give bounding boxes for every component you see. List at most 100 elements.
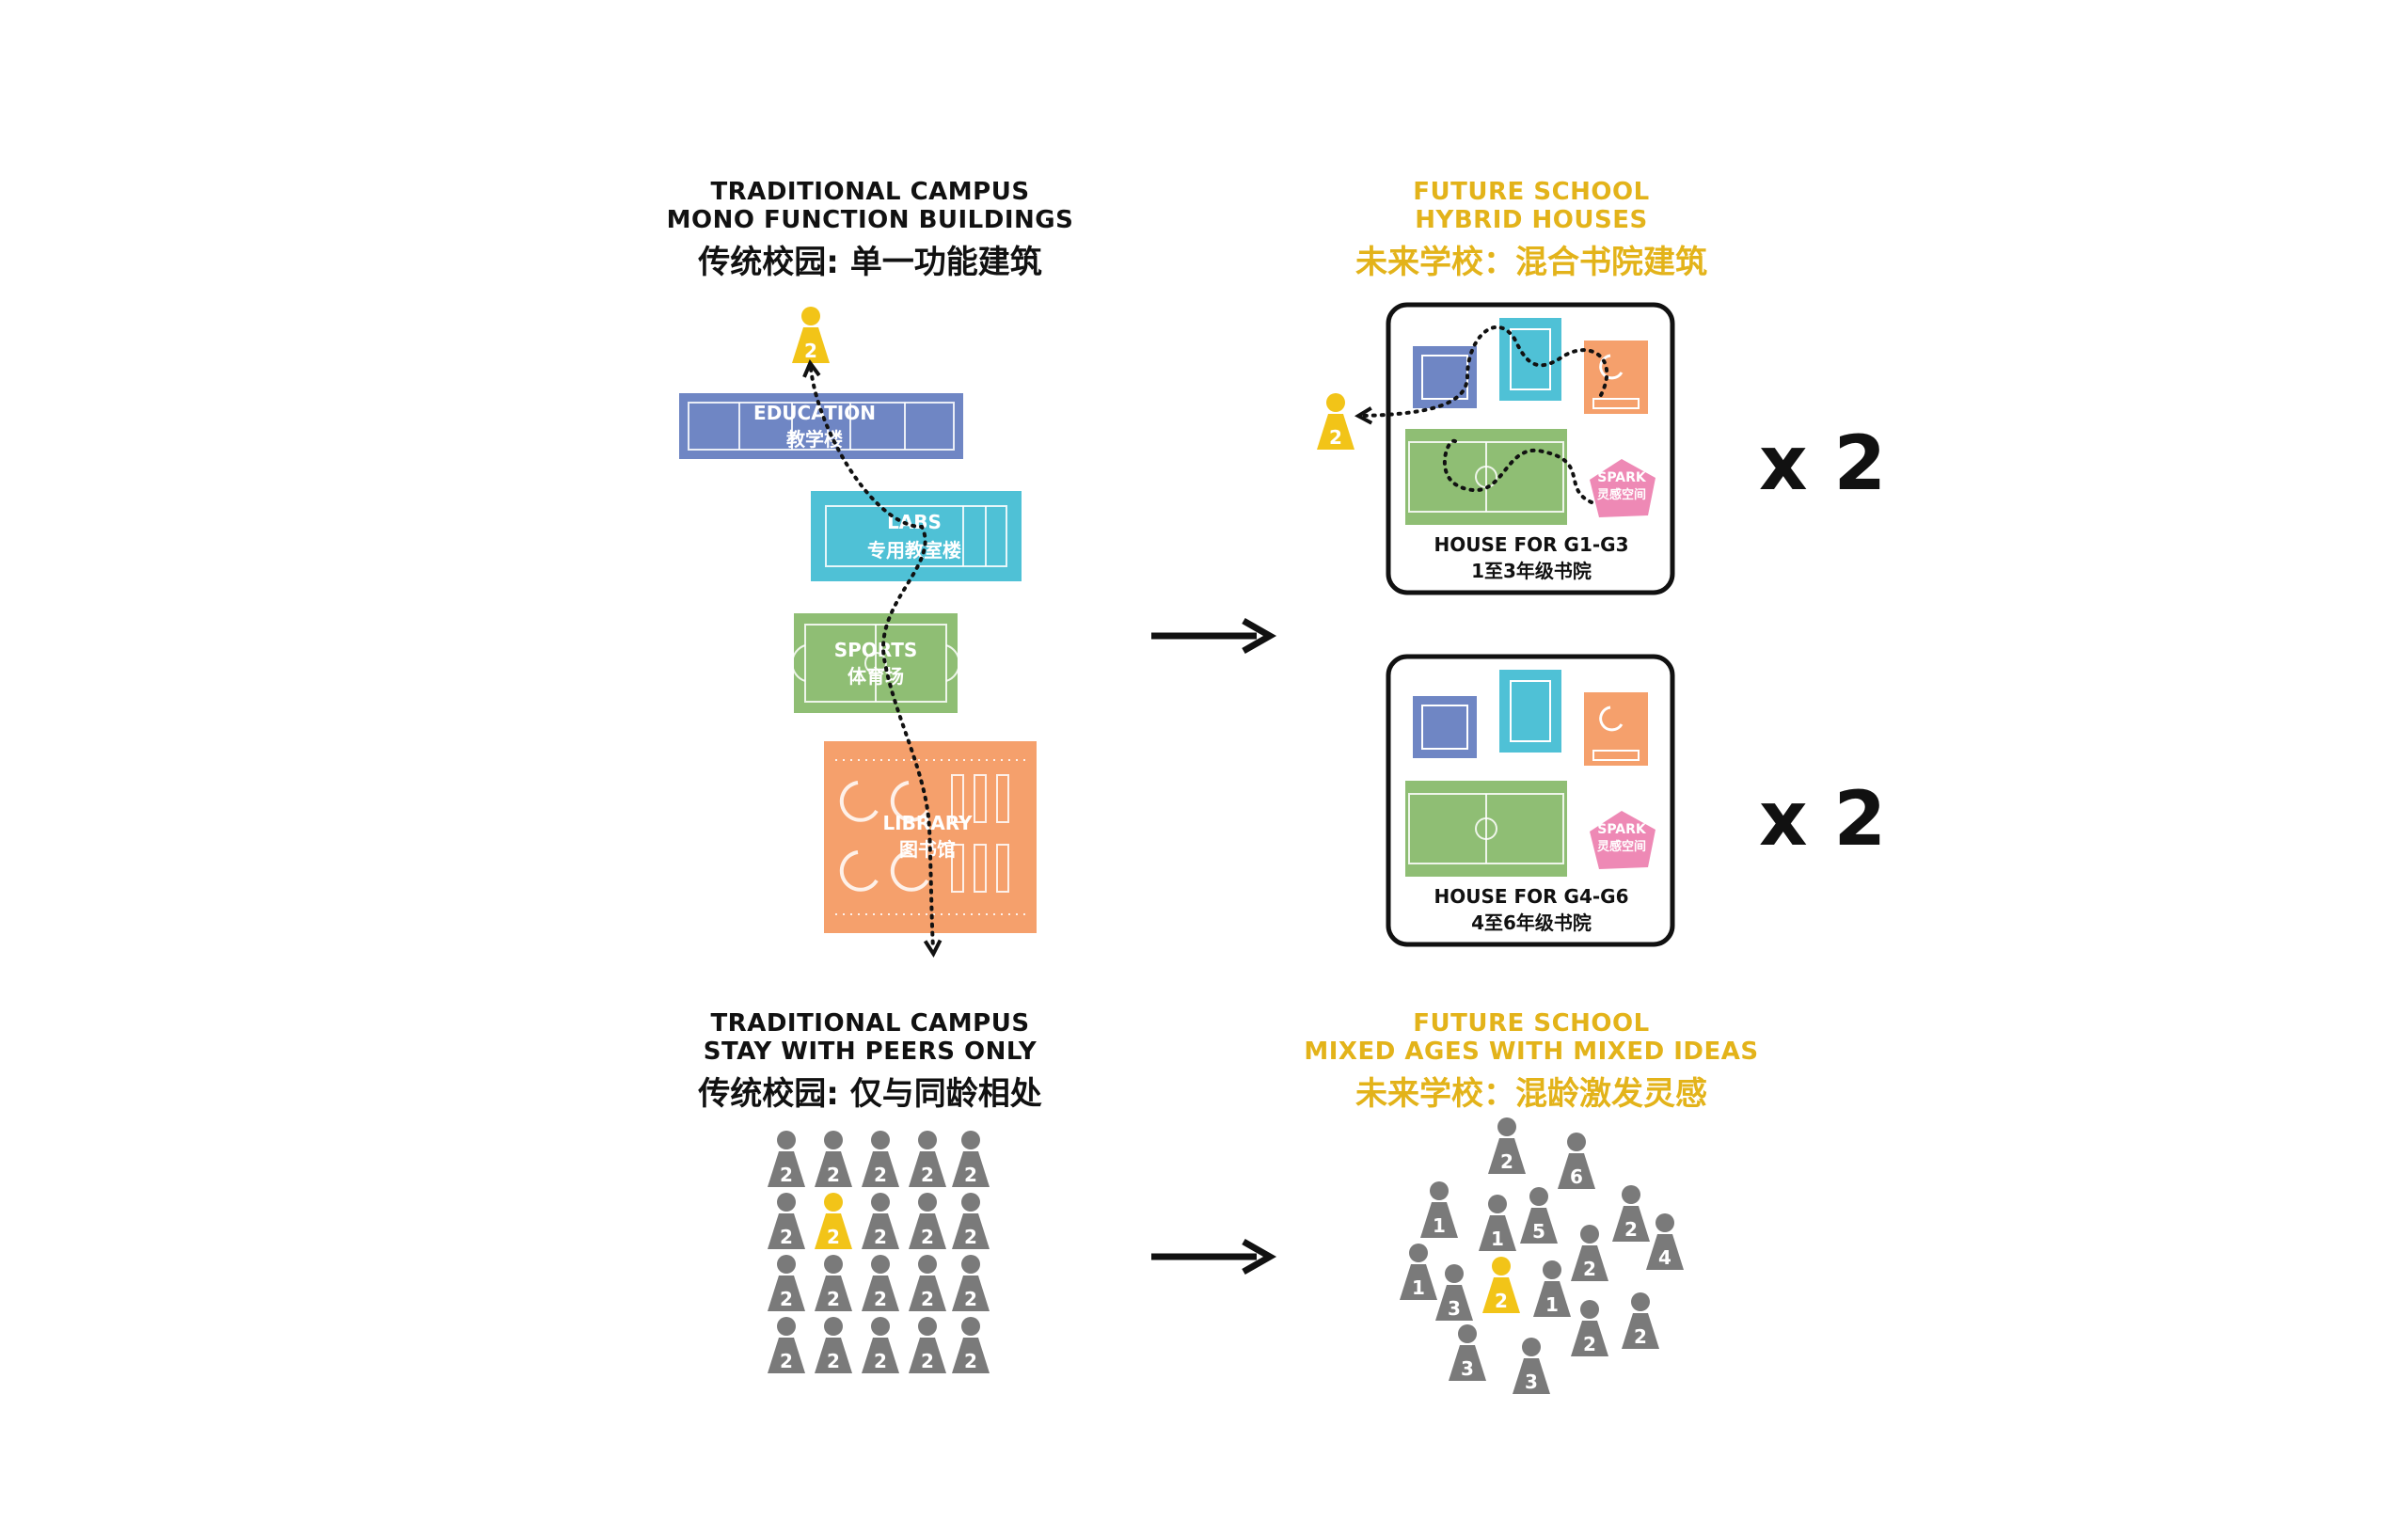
student-pawn-icon: 1 (1479, 1195, 1516, 1251)
student-pawn-icon: 2 (1317, 393, 1354, 450)
pawn-grade: 2 (827, 1350, 840, 1372)
panel-title-en-1: TRADITIONAL CAMPUS (710, 178, 1029, 206)
panel-title-en-2: HYBRID HOUSES (1415, 206, 1647, 234)
pawn-grade: 2 (780, 1350, 793, 1372)
student-pawn-icon: 2 (862, 1131, 899, 1187)
pawn-grade: 2 (1583, 1333, 1596, 1355)
pawn-grade: 2 (921, 1350, 934, 1372)
student-pawn-icon: 3 (1449, 1324, 1486, 1381)
student-pawn-icon: 2 (909, 1255, 946, 1311)
pawn-grade: 2 (780, 1288, 793, 1310)
house-label-en: HOUSE FOR G1-G3 (1434, 533, 1628, 556)
traditional-campus-peers-panel: TRADITIONAL CAMPUS STAY WITH PEERS ONLY … (697, 1009, 1042, 1373)
student-route-dotted-path (802, 359, 943, 959)
panel-title-en-2: MIXED AGES WITH MIXED IDEAS (1304, 1038, 1758, 1066)
labs-label-cn: 专用教室楼 (867, 539, 961, 562)
student-pawn-icon: 2 (792, 307, 830, 363)
spark-label-cn: 灵感空间 (1597, 839, 1646, 854)
pawn-grade: 2 (874, 1350, 887, 1372)
student-pawn-icon: 2 (862, 1255, 899, 1311)
pawn-grade: 1 (1491, 1228, 1504, 1250)
transition-arrow-top (1151, 617, 1277, 655)
pawn-grade: 2 (1634, 1325, 1647, 1348)
student-pawn-icon: 1 (1533, 1260, 1571, 1317)
pawn-grade: 3 (1525, 1371, 1538, 1393)
pawn-grade: 2 (1495, 1290, 1508, 1312)
panel-title-en-2: STAY WITH PEERS ONLY (704, 1038, 1038, 1066)
panel-title-en-1: TRADITIONAL CAMPUS (710, 1009, 1029, 1038)
house-label-en: HOUSE FOR G4-G6 (1434, 885, 1628, 908)
student-pawn-icon: 5 (1520, 1187, 1558, 1244)
student-pawn-icon: 2 (815, 1193, 852, 1249)
pawn-grade: 2 (780, 1164, 793, 1186)
student-pawn-icon: 2 (768, 1193, 805, 1249)
library-building-block: LIBRARY 图书馆 (824, 741, 1037, 933)
student-pawn-icon: 2 (768, 1317, 805, 1373)
spark-pentagon-icon: SPARK 灵感空间 (1590, 459, 1656, 517)
pawn-grade: 2 (827, 1288, 840, 1310)
house-g4-g6: SPARK 灵感空间 HOUSE FOR G4-G6 4至6年级书院 (1386, 654, 1675, 947)
pawn-grade: 2 (964, 1164, 977, 1186)
spark-pentagon-icon: SPARK 灵感空间 (1590, 811, 1656, 869)
student-pawn-icon: 3 (1435, 1264, 1473, 1321)
future-school-houses-panel: FUTURE SCHOOL HYBRID HOUSES 未来学校：混合书院建筑 … (1317, 178, 1886, 947)
student-pawn-icon: 4 (1646, 1213, 1684, 1270)
pawn-grade: 4 (1658, 1246, 1671, 1269)
pawn-grade: 3 (1461, 1357, 1474, 1380)
student-pawn-icon: 2 (909, 1131, 946, 1187)
pawn-grade: 2 (874, 1164, 887, 1186)
house-route-dotted-path (1364, 325, 1609, 504)
student-pawn-icon: 2 (952, 1193, 990, 1249)
pawn-grade: 5 (1532, 1220, 1545, 1243)
student-pawn-icon: 2 (768, 1131, 805, 1187)
student-pawn-icon: 1 (1400, 1244, 1437, 1300)
pawn-grade: 2 (1583, 1258, 1596, 1280)
pawn-grade: 2 (921, 1226, 934, 1248)
student-pawn-icon: 2 (1482, 1257, 1520, 1313)
student-pawn-icon: 2 (952, 1131, 990, 1187)
pawn-grade: 2 (964, 1350, 977, 1372)
student-pawn-icon: 2 (815, 1131, 852, 1187)
student-pawn-icon: 2 (862, 1193, 899, 1249)
sports-field-block: SPORTS 体育场 (791, 613, 960, 713)
education-label-en: EDUCATION (753, 402, 876, 424)
pawn-grade: 2 (1500, 1150, 1513, 1173)
student-pawn-icon: 1 (1420, 1181, 1458, 1238)
panel-title-en-2: MONO FUNCTION BUILDINGS (667, 206, 1074, 234)
student-pawn-icon: 6 (1558, 1133, 1595, 1189)
pawn-grade: 1 (1545, 1293, 1559, 1316)
student-pawn-icon: 2 (862, 1317, 899, 1373)
house-label-cn: 1至3年级书院 (1471, 560, 1592, 582)
pawn-grade: 2 (827, 1226, 840, 1248)
spark-label-en: SPARK (1597, 822, 1647, 837)
student-pawn-icon: 2 (952, 1255, 990, 1311)
pawn-grade: 6 (1570, 1165, 1583, 1188)
student-pawn-icon: 2 (1571, 1225, 1608, 1281)
transition-arrow-bottom (1151, 1238, 1277, 1276)
panel-title-cn: 传统校园: 仅与同龄相处 (697, 1075, 1041, 1113)
sports-label-en: SPORTS (834, 639, 918, 661)
panel-title-en-1: FUTURE SCHOOL (1413, 1009, 1649, 1038)
student-pawn-icon: 2 (1571, 1300, 1608, 1356)
pawn-grade: 3 (1448, 1297, 1461, 1320)
panel-title-cn: 未来学校：混合书院建筑 (1355, 244, 1707, 281)
pawn-grade: 2 (804, 340, 817, 362)
pawn-grade: 2 (874, 1226, 887, 1248)
pawn-grade: 1 (1433, 1214, 1446, 1237)
spark-label-cn: 灵感空间 (1597, 487, 1646, 502)
student-pawn-icon: 3 (1513, 1338, 1550, 1394)
pawn-grade: 2 (780, 1226, 793, 1248)
pawn-grade: 2 (1329, 426, 1342, 449)
student-pawn-icon: 2 (952, 1317, 990, 1373)
panel-title-cn: 传统校园: 单一功能建筑 (697, 244, 1041, 281)
student-pawn-icon: 2 (1622, 1292, 1659, 1349)
house-label-cn: 4至6年级书院 (1471, 911, 1592, 934)
student-pawn-icon: 2 (909, 1193, 946, 1249)
library-label-cn: 图书馆 (899, 838, 956, 861)
labs-label-en: LABS (887, 511, 942, 533)
student-pawn-icon: 2 (815, 1255, 852, 1311)
future-school-mixed-ages-panel: FUTURE SCHOOL MIXED AGES WITH MIXED IDEA… (1304, 1009, 1758, 1394)
pawn-grade: 2 (964, 1226, 977, 1248)
